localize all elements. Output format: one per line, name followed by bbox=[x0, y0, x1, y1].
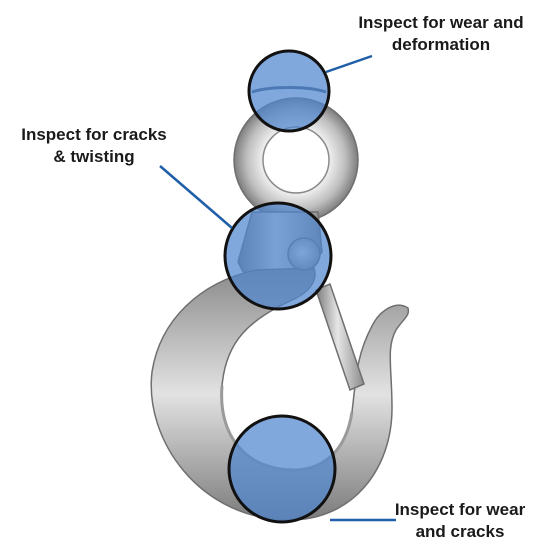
highlight-bottom bbox=[227, 414, 337, 524]
callout-wear-deformation: Inspect for wear and deformation bbox=[336, 12, 546, 56]
leader-line-left bbox=[159, 165, 233, 229]
callout-left-line2: & twisting bbox=[53, 147, 135, 166]
inspection-highlights bbox=[223, 49, 337, 524]
callout-bottom-line2: and cracks bbox=[415, 522, 505, 541]
callout-top-line2: deformation bbox=[391, 35, 491, 54]
leader-lines bbox=[159, 54, 396, 522]
callout-top-line1: Inspect for wear and bbox=[358, 13, 524, 32]
highlight-neck bbox=[223, 201, 333, 311]
highlight-eye-top bbox=[247, 49, 331, 133]
hook-eye bbox=[233, 97, 359, 223]
leader-line-top bbox=[325, 54, 373, 74]
callout-cracks-twisting: Inspect for cracks & twisting bbox=[4, 124, 184, 168]
callout-left-line1: Inspect for cracks bbox=[21, 125, 167, 144]
callout-bottom-line1: Inspect for wear bbox=[394, 500, 526, 519]
callout-wear-cracks: Inspect for wear and cracks bbox=[370, 499, 550, 543]
